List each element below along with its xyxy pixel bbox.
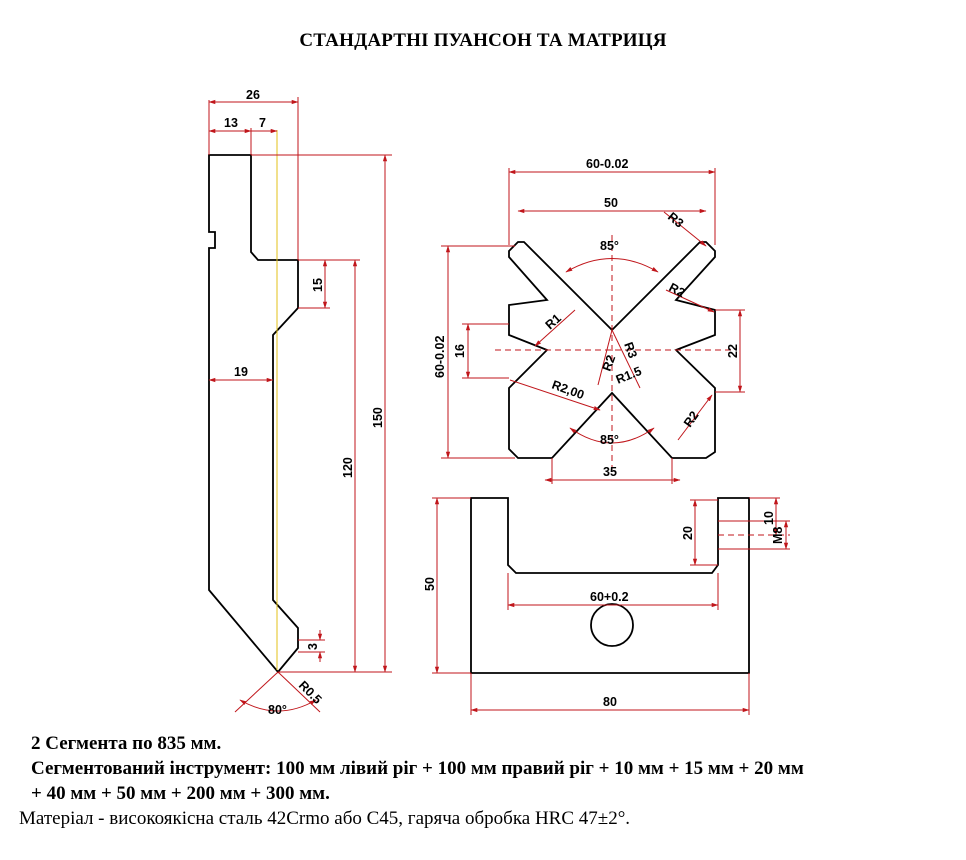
technical-drawing: 26 13 7 150 15 120 19 3 80° R0.5 xyxy=(208,88,790,717)
punch-outline xyxy=(208,154,299,674)
punch-drawing: 26 13 7 150 15 120 19 3 80° R0.5 xyxy=(208,88,392,717)
holder-dim-60: 60+0.2 xyxy=(590,590,629,604)
die-dim-85-bottom: 85° xyxy=(600,433,619,447)
die-dim-50: 50 xyxy=(604,196,618,210)
punch-dim-13: 13 xyxy=(224,116,238,130)
punch-dim-3: 3 xyxy=(306,643,320,650)
die-dim-16: 16 xyxy=(453,344,467,358)
holder-hole xyxy=(590,603,634,647)
punch-dim-150: 150 xyxy=(371,407,385,428)
die-drawing: 60-0.02 50 R3 85° R2 R1 R2 R3 R1.5 R2,00… xyxy=(433,157,745,484)
note-material: Матеріал - високоякісна сталь 42Crmo або… xyxy=(19,808,631,829)
die-outline xyxy=(508,241,716,459)
note-segmented-tool: Сегментований інструмент: 100 мм лівий р… xyxy=(31,758,804,779)
holder-dim-m8: M8 xyxy=(771,527,785,544)
punch-dim-15: 15 xyxy=(311,278,325,292)
note-segmented-tool-cont: + 40 мм + 50 мм + 200 мм + 300 мм. xyxy=(31,783,330,804)
die-dim-35: 35 xyxy=(603,465,617,479)
note-segments: 2 Сегмента по 835 мм. xyxy=(31,733,222,754)
die-dim-r1: R1 xyxy=(543,311,564,332)
die-dim-r200: R2,00 xyxy=(550,378,586,403)
punch-dim-19: 19 xyxy=(234,365,248,379)
punch-dim-120: 120 xyxy=(341,457,355,478)
die-dim-22: 22 xyxy=(726,344,740,358)
punch-dim-7: 7 xyxy=(259,116,266,130)
page-title: СТАНДАРТНІ ПУАНСОН ТА МАТРИЦЯ xyxy=(299,30,667,51)
die-dim-r2-right: R2 xyxy=(667,280,688,300)
holder-dim-80: 80 xyxy=(603,695,617,709)
die-dim-60-left: 60-0.02 xyxy=(433,336,447,378)
holder-dim-50: 50 xyxy=(423,577,437,591)
die-dim-r2-bottom: R2 xyxy=(681,409,702,430)
holder-dim-20: 20 xyxy=(681,526,695,540)
die-dim-r2-center: R2 xyxy=(600,353,619,373)
punch-dim-26: 26 xyxy=(246,88,260,102)
holder-drawing: 50 20 10 M8 60+0.2 80 xyxy=(423,497,790,715)
punch-dim-80deg: 80° xyxy=(268,703,287,717)
die-dim-85-top: 85° xyxy=(600,239,619,253)
holder-dim-10: 10 xyxy=(762,511,776,525)
die-dim-60-top: 60-0.02 xyxy=(586,157,628,171)
die-dim-r15: R1.5 xyxy=(614,364,644,387)
die-dim-r3-center: R3 xyxy=(621,340,640,360)
